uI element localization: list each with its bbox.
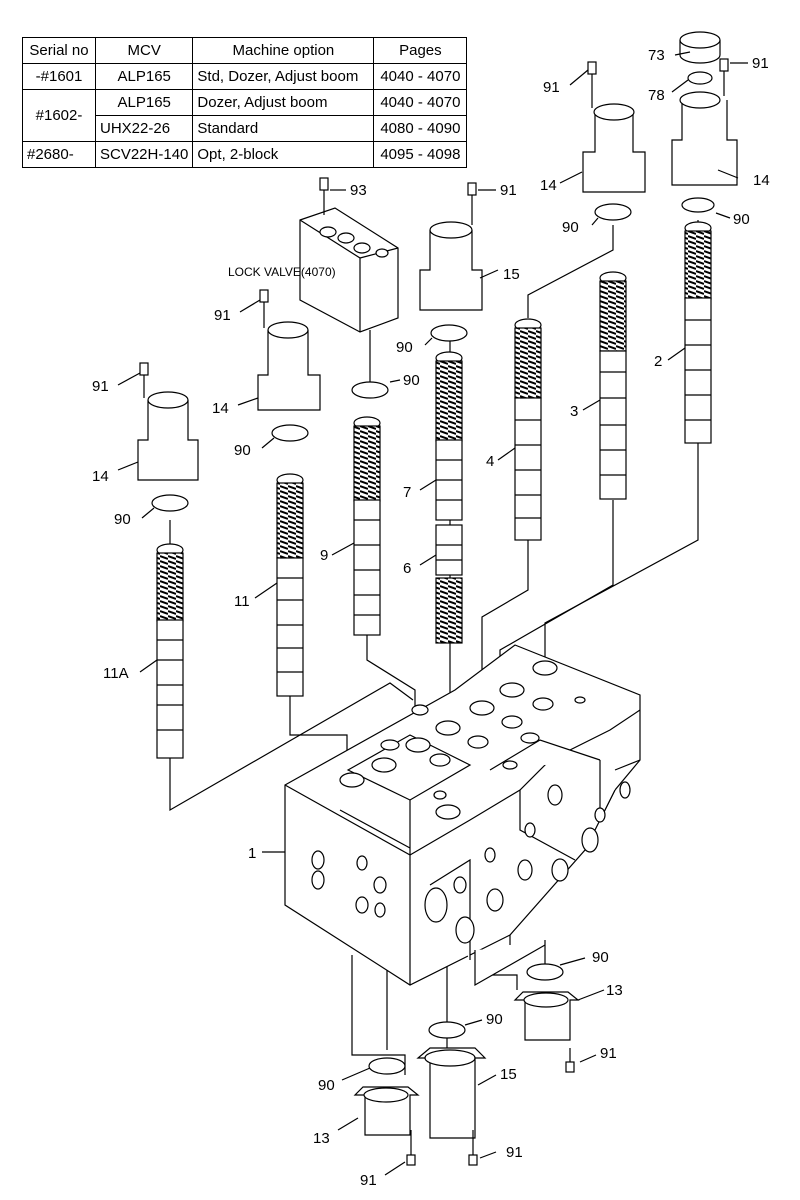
label-90: 90 (234, 442, 251, 459)
label-91: 91 (543, 79, 560, 96)
cap-14-right (671, 91, 738, 186)
serial-cell: #2680- (22, 141, 96, 168)
label-14: 14 (753, 172, 770, 189)
header-mcv: MCV (94, 37, 194, 64)
label-91: 91 (92, 378, 109, 395)
spool-7 (435, 351, 463, 521)
label-90: 90 (318, 1077, 335, 1094)
spool-3 (599, 271, 627, 500)
label-90: 90 (592, 949, 609, 966)
table-header-row: Serial no MCV Machine option Pages (22, 37, 468, 64)
label-11a: 11A (103, 665, 129, 682)
bolts (139, 58, 729, 1166)
table-row: #2680- SCV22H-140 Opt, 2-block 4095 - 40… (22, 141, 468, 168)
label-4: 4 (486, 453, 494, 470)
label-90: 90 (562, 219, 579, 236)
cap-13-right (513, 991, 580, 1041)
label-13: 13 (606, 982, 623, 999)
label-14: 14 (540, 177, 557, 194)
option-cell: Opt, 2-block (192, 141, 375, 168)
plug-73 (679, 31, 721, 64)
main-valve-block (284, 644, 641, 987)
mcv-cell: ALP165 (94, 63, 194, 90)
label-73: 73 (648, 47, 665, 64)
label-9: 9 (320, 547, 328, 564)
label-15: 15 (503, 266, 520, 283)
pages-cell: 4040 - 4070 (373, 63, 468, 90)
label-90: 90 (733, 211, 750, 228)
cap-14-center-right (582, 103, 646, 193)
serial-option-table: Serial no MCV Machine option Pages -#160… (22, 37, 468, 168)
label-91: 91 (752, 55, 769, 72)
pages-cell: 4040 - 4070 (373, 89, 468, 116)
spool-6 (435, 524, 463, 644)
block-top-ports (339, 660, 586, 820)
label-6: 6 (403, 560, 411, 577)
lock-valve-label: LOCK VALVE(4070) (228, 265, 336, 279)
label-7: 7 (403, 484, 411, 501)
label-15: 15 (500, 1066, 517, 1083)
option-cell: Dozer, Adjust boom (192, 89, 375, 116)
table-row: UHX22-26 Standard 4080 - 4090 (23, 115, 468, 142)
leader-lines (117, 51, 748, 1176)
spool-4 (514, 318, 542, 541)
label-91: 91 (500, 182, 517, 199)
o-rings (151, 71, 715, 1075)
header-pages: Pages (373, 37, 468, 64)
cap-13-bottom (353, 1086, 420, 1136)
spool-11 (276, 473, 304, 697)
block-side-ports (311, 781, 631, 944)
mcv-cell: UHX22-26 (94, 115, 194, 142)
header-serial: Serial no (22, 37, 96, 64)
part-labels: LOCK VALVE(4070) 91 91 93 91 91 91 73 78… (92, 47, 770, 1189)
cap-14-center-left (257, 321, 321, 411)
label-1: 1 (248, 845, 256, 862)
label-2: 2 (654, 353, 662, 370)
label-78: 78 (648, 87, 665, 104)
label-91: 91 (600, 1045, 617, 1062)
spool-11a (156, 543, 184, 759)
spool-2 (684, 221, 712, 444)
spool-9 (353, 416, 381, 636)
pages-cell: 4080 - 4090 (373, 115, 468, 142)
label-11: 11 (234, 593, 250, 610)
label-91: 91 (214, 307, 231, 324)
pages-cell: 4095 - 4098 (373, 141, 468, 168)
serial-cell: #1602- (22, 89, 96, 142)
label-91: 91 (360, 1172, 377, 1189)
label-90: 90 (403, 372, 420, 389)
table-row: #1602- ALP165 Dozer, Adjust boom 4040 - … (22, 89, 468, 142)
label-90: 90 (486, 1011, 503, 1028)
label-3: 3 (570, 403, 578, 420)
mcv-cell: ALP165 (94, 89, 194, 116)
label-14: 14 (212, 400, 229, 417)
mcv-cell: SCV22H-140 (94, 141, 194, 168)
option-cell: Standard (192, 115, 375, 142)
cap-15-bottom (416, 1047, 487, 1139)
option-cell: Std, Dozer, Adjust boom (192, 63, 375, 90)
label-90: 90 (396, 339, 413, 356)
table-row: -#1601 ALP165 Std, Dozer, Adjust boom 40… (22, 63, 468, 90)
label-14: 14 (92, 468, 109, 485)
label-93: 93 (350, 182, 367, 199)
cap-14-left (137, 391, 199, 481)
label-90: 90 (114, 511, 131, 528)
label-13: 13 (313, 1130, 330, 1147)
label-91: 91 (506, 1144, 523, 1161)
cap-15-top (419, 221, 483, 311)
lock-valve-block (299, 207, 399, 333)
